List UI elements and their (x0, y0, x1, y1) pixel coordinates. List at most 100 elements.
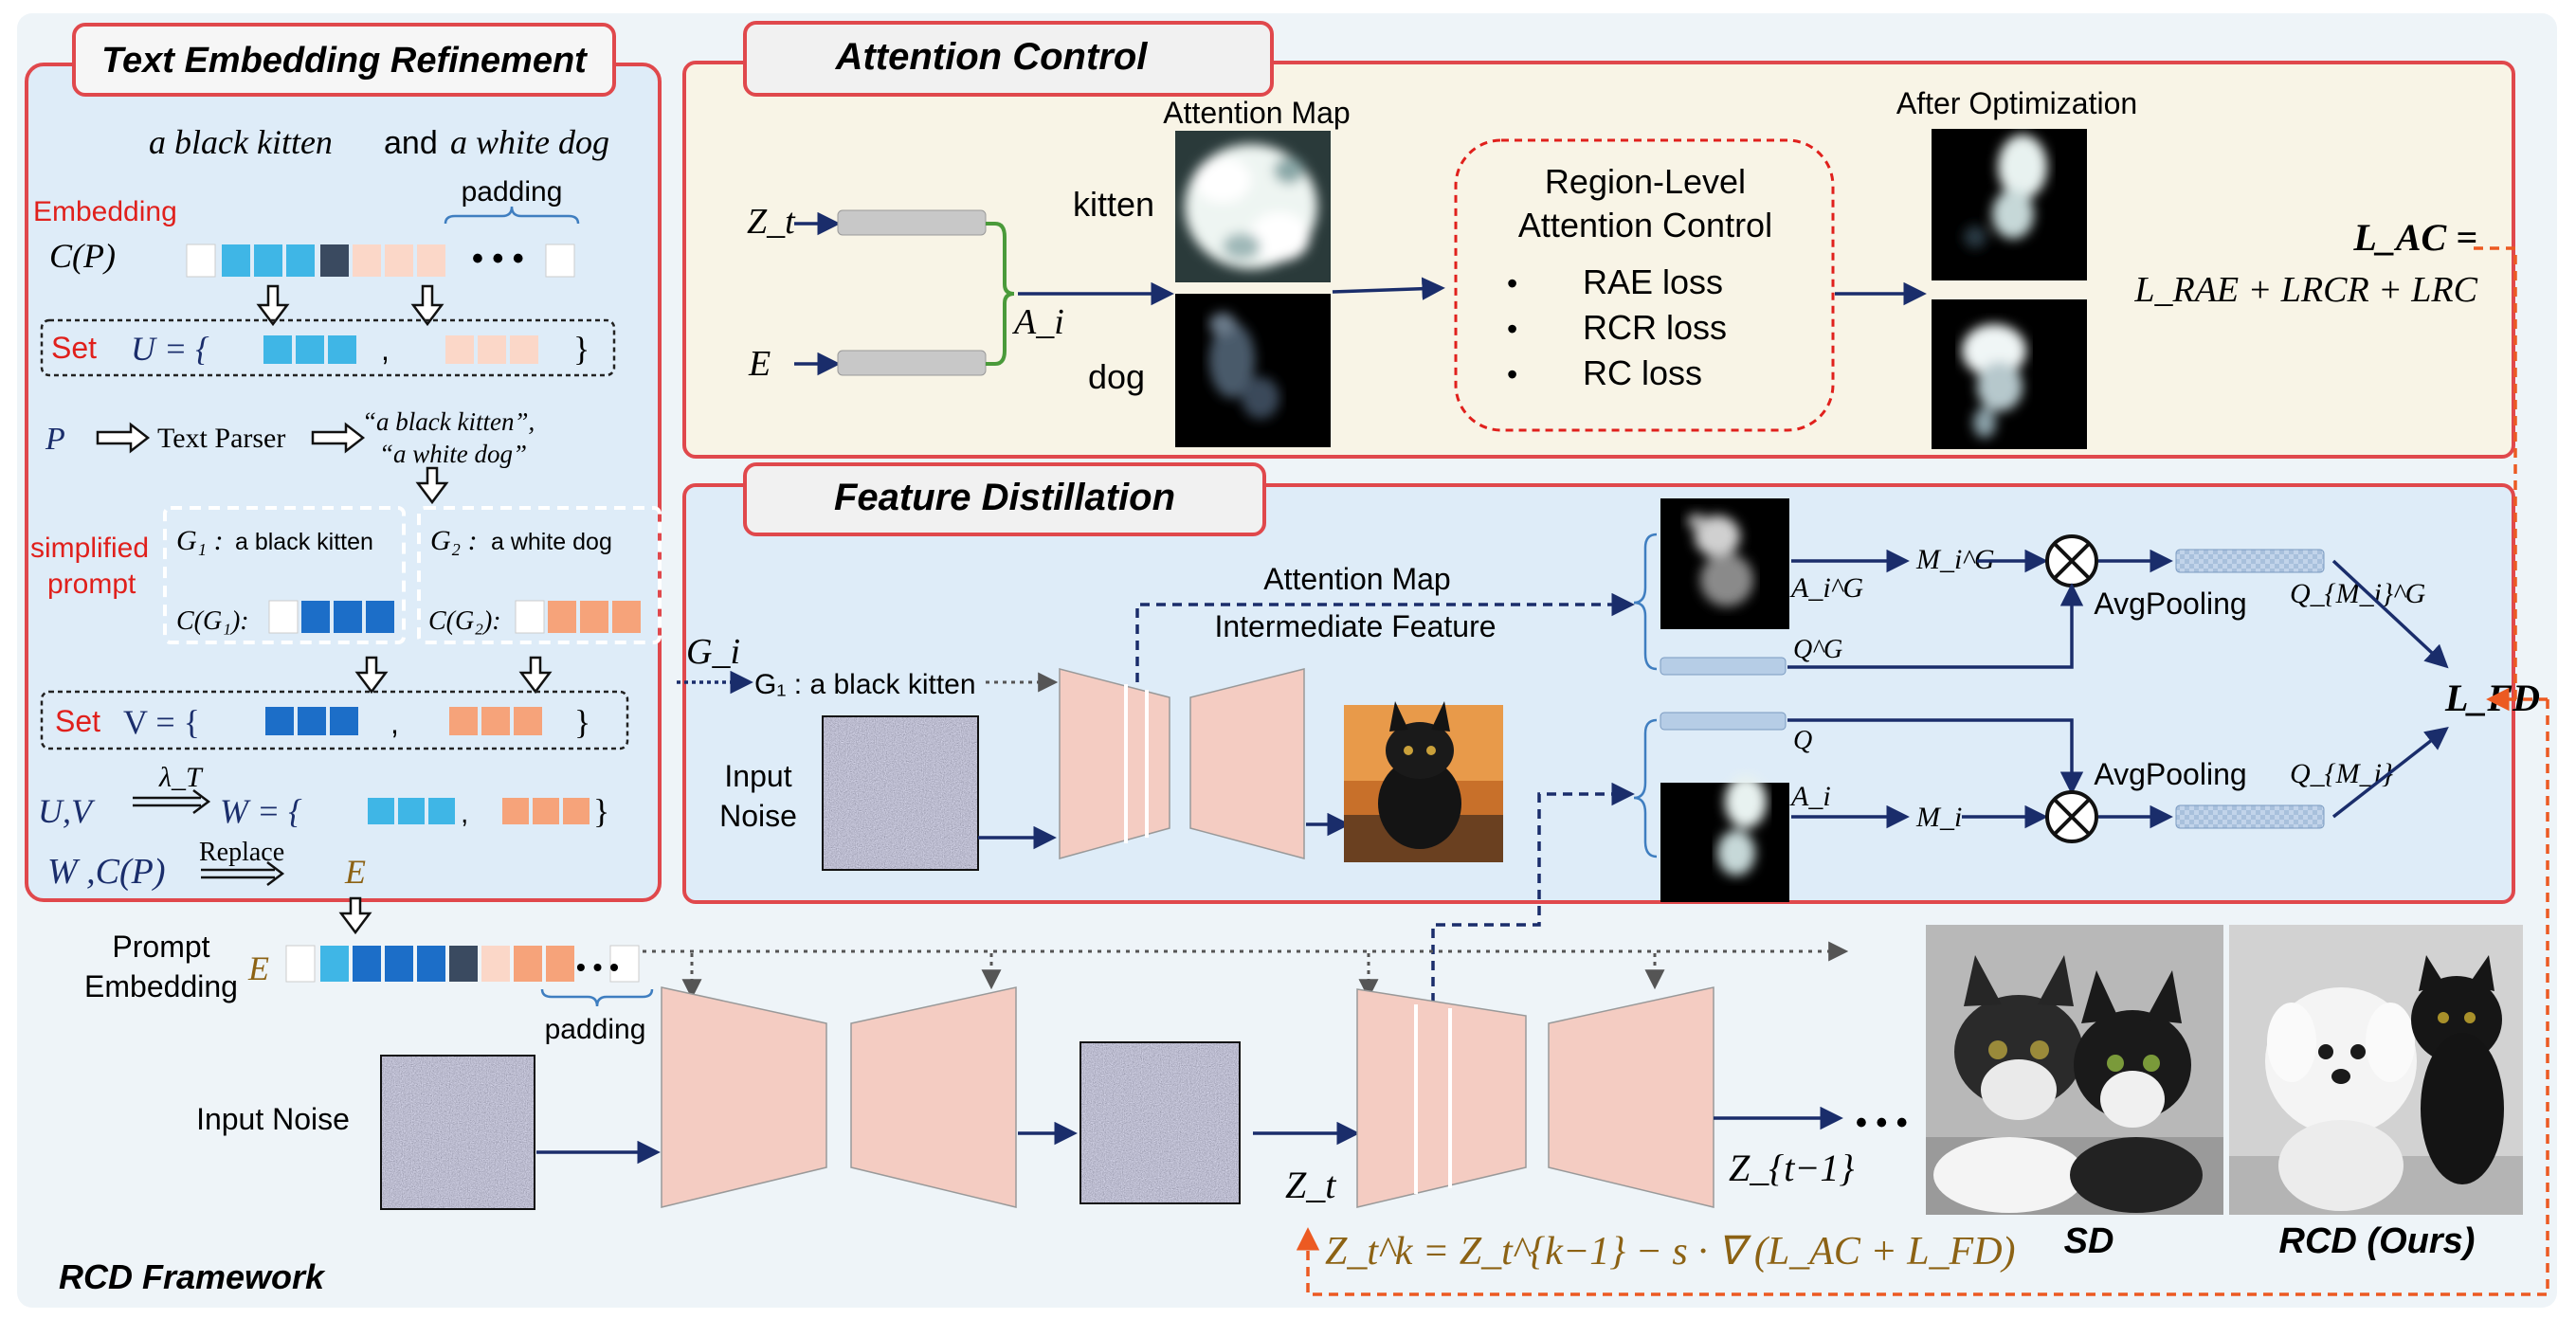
caption-prompt-b: a white dog (450, 123, 609, 161)
generated-kitten-image (1344, 701, 1503, 862)
bottom-input-noise-image (380, 1055, 535, 1210)
replace-label: Replace (199, 838, 284, 867)
zt-feature-bar (837, 209, 987, 236)
ter-title: Text Embedding Refinement (101, 41, 588, 81)
fd-q: Q (1793, 726, 1812, 755)
down-arrow-icon (410, 284, 444, 327)
bullet-dot: • (1507, 312, 1517, 346)
ac-zt: Z_t (747, 202, 796, 242)
after-opt-map-kitten (1932, 129, 2087, 280)
prompt-label: prompt (47, 569, 136, 600)
region-level-box (1454, 138, 1835, 432)
bottom-zt1: Z_{t−1} (1729, 1147, 1854, 1189)
first-unet (661, 986, 1017, 1208)
after-opt-map-dog (1932, 299, 2087, 449)
text-embedding-refinement-panel: Text Embedding Refinement a black kitten… (25, 23, 662, 902)
sd-result-image (1926, 925, 2223, 1215)
set-u-eq: U = { (131, 330, 209, 368)
after-opt-label: After Optimization (1896, 86, 2137, 120)
cp-label: C(P) (49, 237, 116, 275)
feature-distillation-panel: Feature Distillation G_i G₁ : a black ki… (677, 462, 2540, 1003)
padding-label-top: padding (462, 176, 563, 208)
w-rbrace: } (593, 792, 609, 830)
prompt-embedding-2: Embedding (84, 969, 238, 1003)
embedding-token-strip (186, 244, 575, 278)
ai-attention-map (1660, 775, 1789, 902)
uv-label: U,V (38, 792, 96, 830)
prompt-embedding-strip (285, 945, 640, 983)
bottom-padding: padding (545, 1014, 646, 1045)
set-v-box (40, 690, 629, 750)
sd-label: SD (2064, 1221, 2114, 1261)
down-arrow-icon (338, 896, 372, 935)
fd-gi: G_i (686, 632, 740, 672)
bottom-input-noise: Input Noise (196, 1102, 350, 1136)
bottom-token-ellipsis: • • • (576, 952, 619, 982)
bullet-dot: • (1507, 266, 1517, 300)
simplified-label: simplified (30, 533, 149, 564)
p-label: P (45, 422, 65, 457)
e-feature-bar (837, 350, 987, 376)
down-arrow-icon (518, 656, 553, 695)
fd-input-noise-2: Noise (719, 799, 797, 833)
region-title-1: Region-Level (1545, 162, 1746, 201)
second-unet (1356, 986, 1714, 1208)
ter-title-box (72, 23, 616, 97)
set-u-comma: , (381, 333, 390, 367)
framework-label: RCD Framework (59, 1257, 326, 1296)
set-v-eq: V = { (123, 703, 200, 741)
orange-feedback-3 (1296, 699, 2549, 1296)
fd-qg: Q^G (1793, 635, 1842, 664)
e-label-ter: E (344, 853, 366, 891)
lac-sum: L_RAE + LRCR + LRC (2133, 270, 2477, 310)
down-arrow-icon (415, 466, 449, 505)
g1-text: a black kitten (235, 529, 373, 555)
kitten-attention-map (1175, 131, 1331, 282)
rcd-result-image (2229, 925, 2523, 1215)
g2-text: a white dog (491, 529, 612, 555)
ac-title: Attention Control (835, 36, 1149, 78)
q-feature-bar (1660, 712, 1787, 731)
text-parser-label: Text Parser (157, 423, 285, 454)
bottom-pipeline: Prompt Embedding E • • • padding Input N… (59, 246, 2549, 1296)
lambda-label: λ_T (158, 762, 204, 793)
otimes-icon (2045, 790, 2098, 843)
padding-brace-bottom (540, 988, 654, 1007)
fd-qmi: Q_{M_i} (2290, 758, 2393, 789)
ac-dog-label: dog (1088, 357, 1145, 396)
fd-ai: A_i (1789, 781, 1831, 812)
bottom-zt: Z_t (1285, 1164, 1336, 1206)
quote-b: “a white dog” (379, 440, 527, 468)
brace-icon (1633, 533, 1658, 671)
fd-attention-map-label: Attention Map (1263, 562, 1450, 596)
g1-box (163, 506, 406, 644)
caption-prompt-a: a black kitten (149, 123, 333, 161)
lac-label: L_AC = (2352, 216, 2477, 259)
w-eq: W = { (220, 792, 302, 830)
cg2-label: C(G₂): (428, 606, 501, 636)
fd-avgpool-1: AvgPooling (2094, 587, 2246, 621)
wcp-label: W ,C(P) (47, 852, 166, 892)
fd-avgpool-2: AvgPooling (2094, 757, 2246, 791)
caption-and: and (384, 125, 438, 161)
g2-box (417, 506, 662, 644)
double-arrow-icon (133, 789, 211, 814)
bottom-dots: • • • (1856, 1105, 1908, 1141)
set-u-keyword: Set (51, 331, 97, 365)
ac-attention-map-label: Attention Map (1163, 96, 1350, 130)
rcd-label: RCD (Ours) (2279, 1221, 2476, 1261)
brace-icon (986, 222, 1015, 366)
bottom-e: E (247, 949, 269, 987)
set-v-comma: , (390, 706, 399, 740)
ac-kitten-label: kitten (1073, 185, 1154, 224)
ac-title-box (743, 21, 1274, 97)
ac-ai: A_i (1011, 302, 1064, 342)
fd-aig: A_i^G (1789, 572, 1863, 604)
ac-e: E (748, 344, 771, 384)
set-v-rbrace: } (574, 703, 590, 741)
down-arrow-icon (354, 656, 389, 695)
cg1-label: C(G₁): (176, 606, 249, 636)
bullet-rcr: RCR loss (1583, 308, 1727, 347)
set-v-keyword: Set (55, 704, 100, 738)
